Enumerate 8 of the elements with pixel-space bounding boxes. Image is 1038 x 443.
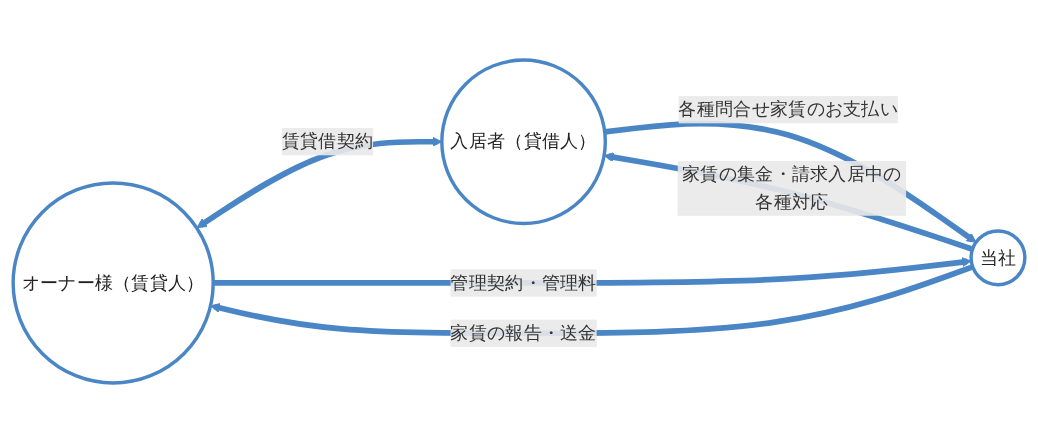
node-circle: 当社 [969,229,1027,287]
edge-label: 賃貸借契約 [281,130,374,153]
edge-label: 各種問合せ家賃のお支払い [678,98,898,121]
edge-label: 家賃の集金・請求入居中の各種対応 [682,163,902,213]
edge-label: 家賃の報告・送金 [450,321,597,344]
node-circle: オーナー様（賃貸人） [11,181,215,385]
node-circle: 入居者（貸借人） [440,58,608,226]
edge-label: 管理契約・管理料 [450,271,597,294]
